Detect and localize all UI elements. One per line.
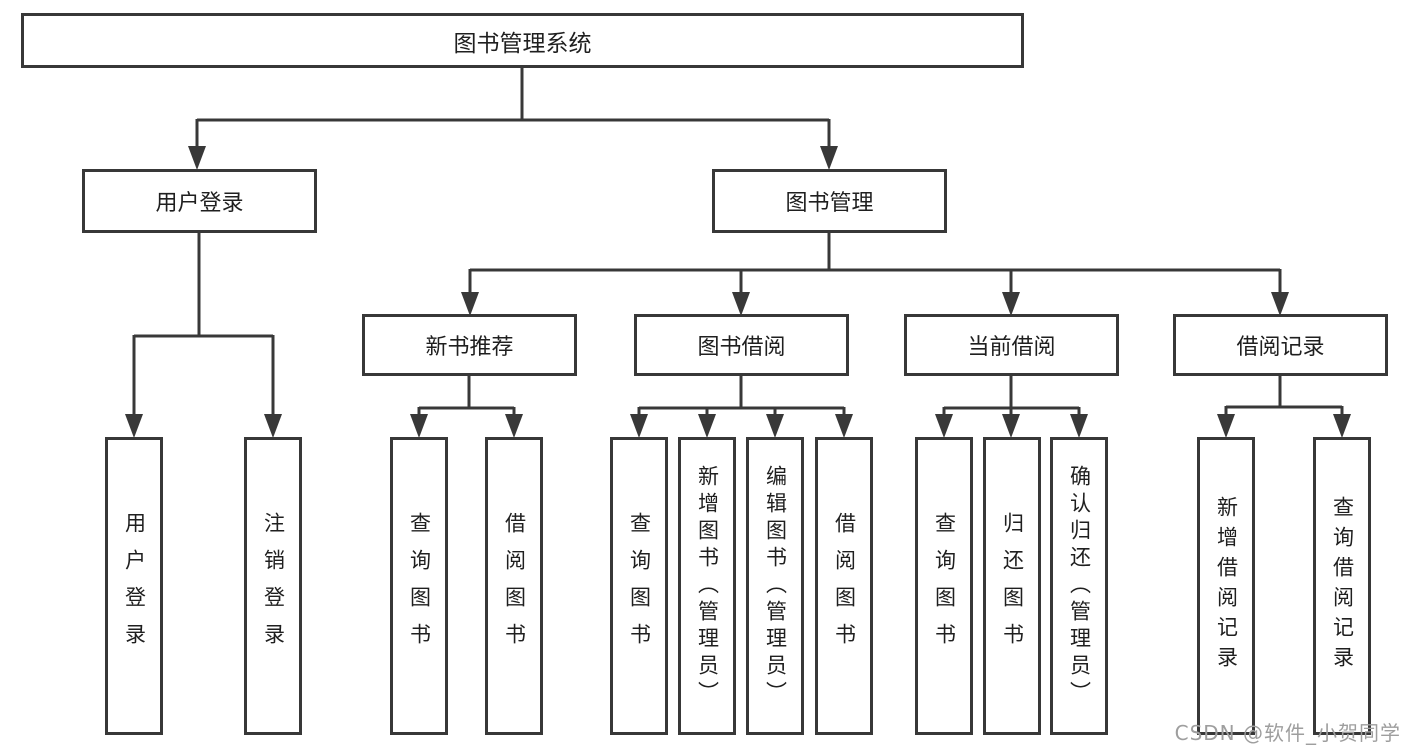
arrowheads <box>125 146 1351 438</box>
leaf-return-book: 归还图书 <box>983 437 1041 735</box>
leaf-query-books-current: 查询图书 <box>915 437 973 735</box>
node-label: 借阅记录 <box>1236 335 1325 360</box>
node-label: 新书推荐 <box>425 335 514 360</box>
leaf-borrow-books: 借阅图书 <box>815 437 873 735</box>
leaf-label: 注销登录 <box>261 512 286 660</box>
leaf-query-borrow-record: 查询借阅记录 <box>1313 437 1371 735</box>
leaf-borrow-books-recommend: 借阅图书 <box>485 437 543 735</box>
leaf-label: 新增借阅记录 <box>1214 496 1239 676</box>
leaf-label: 查询图书 <box>627 512 652 660</box>
node-current-borrowing: 当前借阅 <box>904 314 1119 376</box>
leaf-add-borrow-record: 新增借阅记录 <box>1197 437 1255 735</box>
node-label: 当前借阅 <box>967 335 1056 360</box>
leaf-label: 确认归还（管理员） <box>1067 464 1092 708</box>
leaf-confirm-return-admin: 确认归还（管理员） <box>1050 437 1108 735</box>
leaf-label: 查询图书 <box>407 512 432 660</box>
node-book-management: 图书管理 <box>712 169 947 233</box>
node-label: 用户登录 <box>155 191 244 216</box>
leaf-logout: 注销登录 <box>244 437 302 735</box>
node-label: 图书借阅 <box>697 335 786 360</box>
node-label: 图书管理 <box>785 191 874 216</box>
leaf-label: 用户登录 <box>122 512 147 660</box>
leaf-edit-book-admin: 编辑图书（管理员） <box>746 437 804 735</box>
node-book-borrowing: 图书借阅 <box>634 314 849 376</box>
leaf-label: 查询图书 <box>932 512 957 660</box>
leaf-label: 新增图书（管理员） <box>695 464 720 708</box>
node-library-system: 图书管理系统 <box>21 13 1024 68</box>
node-new-book-recommend: 新书推荐 <box>362 314 577 376</box>
leaf-label: 借阅图书 <box>502 512 527 660</box>
leaf-add-book-admin: 新增图书（管理员） <box>678 437 736 735</box>
leaf-user-login: 用户登录 <box>105 437 163 735</box>
node-borrowing-records: 借阅记录 <box>1173 314 1388 376</box>
leaf-label: 借阅图书 <box>832 512 857 660</box>
leaf-query-books-recommend: 查询图书 <box>390 437 448 735</box>
leaf-label: 归还图书 <box>1000 512 1025 660</box>
leaf-query-books-borrow: 查询图书 <box>610 437 668 735</box>
node-label: 图书管理系统 <box>453 30 592 57</box>
leaf-label: 编辑图书（管理员） <box>763 464 788 708</box>
node-user-login: 用户登录 <box>82 169 317 233</box>
csdn-watermark: CSDN @软件_小贺同学 <box>1174 721 1401 745</box>
leaf-label: 查询借阅记录 <box>1330 496 1355 676</box>
